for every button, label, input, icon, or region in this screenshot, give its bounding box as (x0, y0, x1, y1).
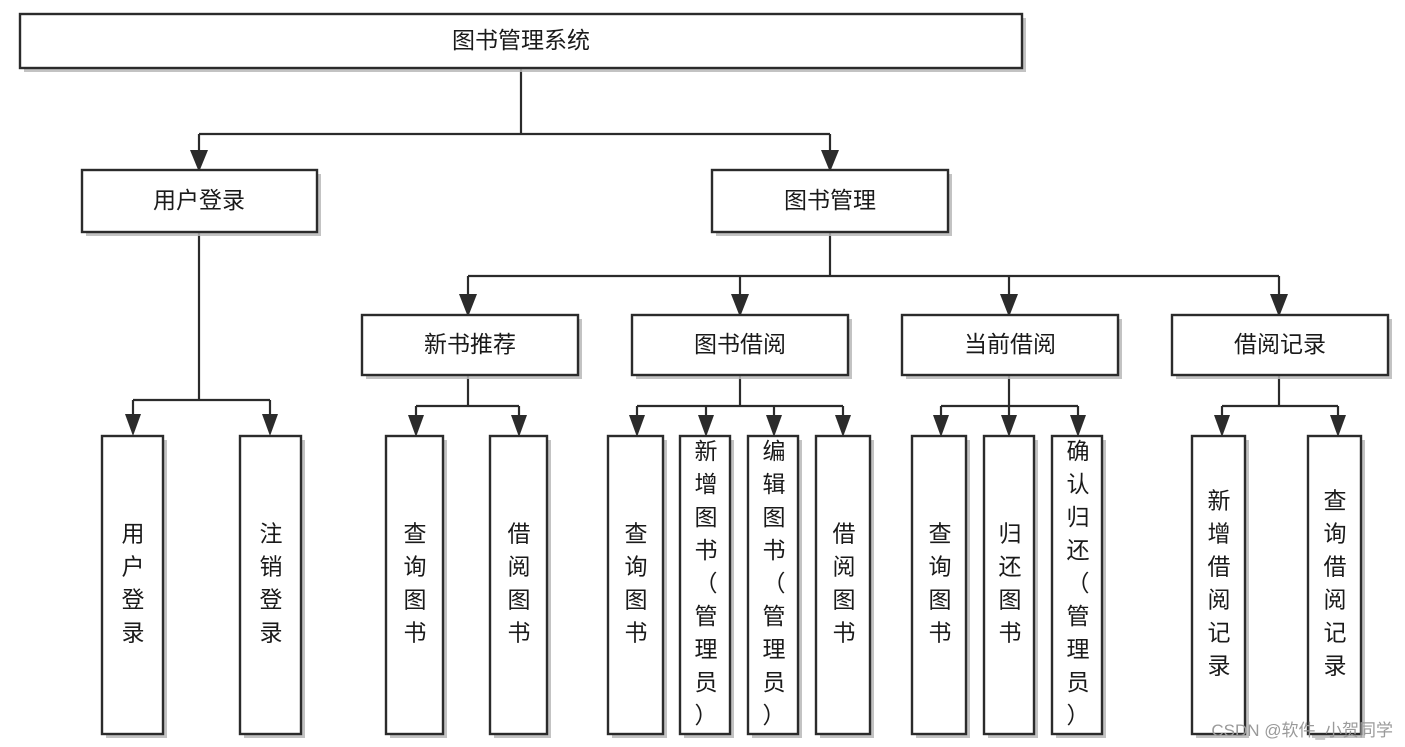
node-leaf-edit-book[interactable]: 编辑图书（管理员） (746, 434, 802, 738)
arrow-bb-c4 (835, 415, 851, 437)
node-leaf-user-login-label: 用户登录 (122, 521, 145, 646)
node-user-login[interactable]: 用户登录 (80, 168, 321, 236)
node-leaf-add-record-label: 新增借阅记录 (1208, 488, 1231, 679)
arrow-cb-c3 (1070, 415, 1086, 437)
arrow-br-c2 (1330, 415, 1346, 437)
arrow-bb-c2 (698, 415, 714, 437)
node-borrow-record-label: 借阅记录 (1234, 331, 1326, 357)
node-new-book-recommend-label: 新书推荐 (424, 331, 516, 357)
node-leaf-borrow-book-2[interactable]: 借阅图书 (814, 434, 874, 738)
node-leaf-return-book[interactable]: 归还图书 (982, 434, 1038, 738)
arrowhead-layer (125, 150, 1346, 437)
node-leaf-query-book-2-label: 查询图书 (625, 521, 648, 646)
arrow-user-login (190, 150, 208, 172)
arrow-ul-child-1 (125, 414, 141, 436)
arrow-cb-c1 (933, 415, 949, 437)
node-leaf-query-book-2[interactable]: 查询图书 (606, 434, 667, 738)
arrow-book-management (821, 150, 839, 172)
node-current-borrow-label: 当前借阅 (964, 331, 1056, 357)
node-leaf-query-book-1-label: 查询图书 (404, 521, 427, 646)
arrow-ul-child-2 (262, 414, 278, 436)
node-leaf-user-login[interactable]: 用户登录 (100, 434, 167, 738)
node-book-management[interactable]: 图书管理 (710, 168, 952, 236)
node-root-label: 图书管理系统 (452, 27, 590, 53)
node-leaf-borrow-book-1-label: 借阅图书 (508, 521, 531, 646)
node-user-login-label: 用户登录 (153, 187, 245, 213)
arrow-nbr-c2 (511, 415, 527, 437)
csdn-watermark: CSDN @软件_小贺同学 (1211, 721, 1393, 740)
node-leaf-return-book-label: 归还图书 (999, 521, 1022, 646)
arrow-new-book (459, 294, 477, 317)
node-borrow-record[interactable]: 借阅记录 (1170, 313, 1392, 379)
node-leaf-query-record[interactable]: 查询借阅记录 (1306, 434, 1365, 738)
arrow-bb-c1 (629, 415, 645, 437)
arrow-nbr-c1 (408, 415, 424, 437)
node-leaf-query-book-1[interactable]: 查询图书 (384, 434, 447, 738)
node-leaf-add-book[interactable]: 新增图书（管理员） (678, 434, 734, 738)
arrow-cb-c2 (1001, 415, 1017, 437)
arrow-bb-c3 (766, 415, 782, 437)
node-leaf-logout-login-label: 注销登录 (260, 521, 283, 646)
node-leaf-borrow-book-2-label: 借阅图书 (833, 521, 856, 646)
node-root[interactable]: 图书管理系统 (18, 12, 1026, 72)
node-new-book-recommend[interactable]: 新书推荐 (360, 313, 582, 379)
node-leaf-confirm-return[interactable]: 确认归还（管理员） (1050, 434, 1106, 738)
node-leaf-query-book-3[interactable]: 查询图书 (910, 434, 970, 738)
node-leaf-add-book-label: 新增图书（管理员） (695, 438, 718, 728)
arrow-current-borrow (1000, 294, 1018, 317)
node-book-borrow[interactable]: 图书借阅 (630, 313, 852, 379)
arrow-borrow-record (1270, 294, 1288, 317)
node-leaf-logout-login[interactable]: 注销登录 (238, 434, 305, 738)
node-leaf-query-record-label: 查询借阅记录 (1324, 488, 1347, 679)
node-leaf-add-record[interactable]: 新增借阅记录 (1190, 434, 1249, 738)
node-leaf-edit-book-label: 编辑图书（管理员） (763, 438, 786, 728)
node-book-management-label: 图书管理 (784, 187, 876, 213)
arrow-br-c1 (1214, 415, 1230, 437)
arrow-book-borrow (731, 294, 749, 317)
node-leaf-confirm-return-label: 确认归还（管理员） (1067, 438, 1090, 728)
node-book-borrow-label: 图书借阅 (694, 331, 786, 357)
node-current-borrow[interactable]: 当前借阅 (900, 313, 1122, 379)
node-leaf-borrow-book-1[interactable]: 借阅图书 (488, 434, 551, 738)
node-leaf-query-book-3-label: 查询图书 (929, 521, 952, 646)
